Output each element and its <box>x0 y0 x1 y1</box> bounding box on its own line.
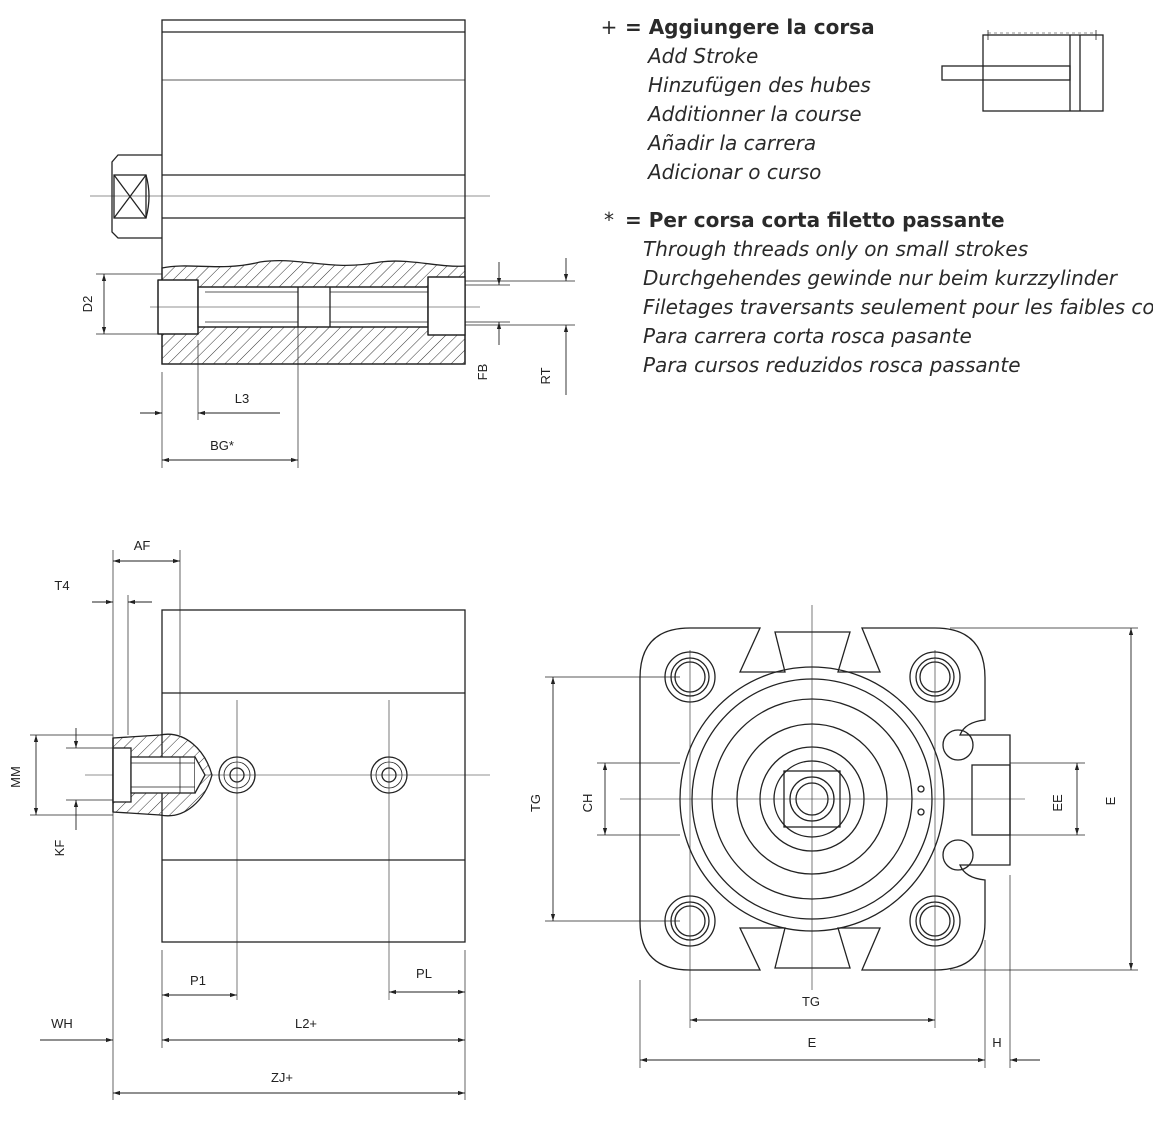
dim-l3: L3 <box>235 391 249 406</box>
note-translation: Filetages traversants seulement pour les… <box>643 295 1153 319</box>
asterisk-symbol: * <box>604 208 614 232</box>
hex-nut-icon <box>111 154 162 239</box>
note-translation: Durchgehendes gewinde nur beim kurzzylin… <box>643 266 1118 290</box>
plus-symbol: + <box>600 15 618 39</box>
note-translation: Add Stroke <box>648 44 759 68</box>
note-translation: Hinzufügen des hubes <box>648 73 871 97</box>
note-translation: Additionner la course <box>648 102 862 126</box>
dim-ee: EE <box>1050 794 1065 812</box>
dim-zj: ZJ+ <box>271 1070 293 1085</box>
dim-t4: T4 <box>54 578 69 593</box>
dim-fb: FB <box>475 364 490 381</box>
dim-l2: L2+ <box>295 1016 317 1031</box>
note-translation: Añadir la carrera <box>648 131 817 155</box>
dim-rt: RT <box>538 367 553 384</box>
top-view <box>90 19 575 468</box>
dim-p1: P1 <box>190 973 206 988</box>
dim-h: H <box>992 1035 1001 1050</box>
dim-bg: BG* <box>210 438 234 453</box>
flange-outline <box>639 627 1011 971</box>
dim-af: AF <box>134 538 151 553</box>
note-translation: Para cursos reduzidos rosca passante <box>643 353 1021 377</box>
dim-tg-horizontal: TG <box>802 994 820 1009</box>
stroke-schematic-icon <box>941 30 1104 112</box>
note-heading: = Per corsa corta filetto passante <box>624 208 1005 232</box>
dim-e-horizontal: E <box>808 1035 817 1050</box>
dim-wh: WH <box>51 1016 73 1031</box>
front-view <box>545 605 1138 1068</box>
dim-tg-vertical: TG <box>528 794 543 812</box>
dim-d2: D2 <box>80 296 95 313</box>
dim-ch: CH <box>580 794 595 813</box>
note-translation: Through threads only on small strokes <box>643 237 1029 261</box>
dim-e-vertical: E <box>1103 796 1118 805</box>
note-add-stroke: + = Aggiungere la corsa Add Stroke Hinzu… <box>600 12 1150 187</box>
dim-pl: PL <box>416 966 432 981</box>
note-heading: = Aggiungere la corsa <box>624 15 875 39</box>
side-view <box>30 550 490 1100</box>
note-translation: Para carrera corta rosca pasante <box>643 324 972 348</box>
note-translation: Adicionar o curso <box>648 160 822 184</box>
dim-kf: KF <box>52 840 67 857</box>
dim-mm: MM <box>8 766 23 788</box>
legend-notes: + = Aggiungere la corsa Add Stroke Hinzu… <box>600 12 1153 398</box>
note-through-threads: * = Per corsa corta filetto passante Thr… <box>600 205 1153 380</box>
